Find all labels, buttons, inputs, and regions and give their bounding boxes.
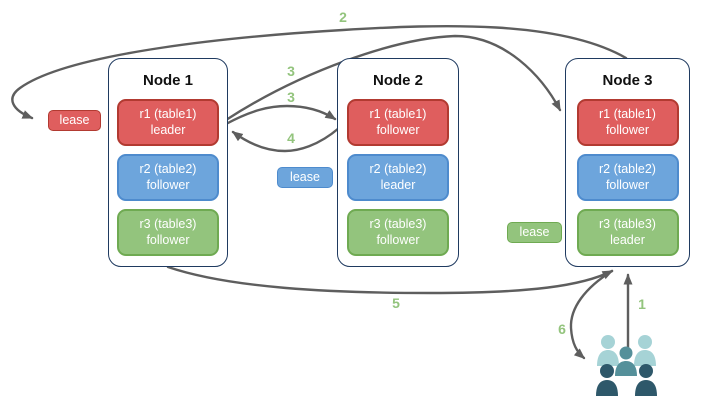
- node-3-replica-r1: r1 (table1) follower: [576, 99, 679, 146]
- step-label-1: 1: [638, 296, 646, 312]
- replica-role: follower: [376, 232, 420, 247]
- step-label-6: 6: [558, 321, 566, 337]
- lease-tag-r3: lease: [507, 222, 562, 243]
- replica-name: r2 (table2): [369, 161, 427, 176]
- users-group-icon: [596, 335, 657, 396]
- replica-name: r3 (table3): [599, 216, 656, 231]
- arrow-step-3-to-node2: [224, 104, 337, 126]
- replica-name: r1 (table1): [139, 106, 197, 121]
- node-2-replica-r3: r3 (table3) follower: [347, 209, 449, 256]
- replica-name: r2 (table2): [139, 161, 197, 176]
- replica-role: follower: [146, 232, 190, 247]
- node-3-replica-r3: r3 (table3) leader: [576, 209, 679, 256]
- node-1: Node 1 r1 (table1) leader r2 (table2) fo…: [108, 58, 228, 267]
- replica-name: r3 (table3): [369, 216, 427, 231]
- node-2-title: Node 2: [372, 72, 423, 89]
- replica-role: follower: [376, 122, 420, 137]
- node-3-title: Node 3: [602, 72, 653, 89]
- node-1-title: Node 1: [142, 72, 193, 89]
- step-label-5: 5: [392, 295, 400, 311]
- replica-name: r1 (table1): [369, 106, 427, 121]
- step-label-4: 4: [287, 130, 295, 146]
- replica-role: leader: [610, 232, 645, 247]
- replica-name: r2 (table2): [599, 161, 656, 176]
- node-2-replica-r2: r2 (table2) leader: [347, 154, 449, 201]
- step-label-2: 2: [339, 9, 347, 25]
- node-3: Node 3 r1 (table1) follower r2 (table2) …: [565, 58, 690, 267]
- replica-name: r1 (table1): [599, 106, 656, 121]
- lease-tag-r1: lease: [48, 110, 101, 131]
- node-2: Node 2 r1 (table1) follower r2 (table2) …: [337, 58, 459, 267]
- replica-role: follower: [146, 177, 190, 192]
- node-2-replica-r1: r1 (table1) follower: [347, 99, 449, 146]
- step-label-3b: 3: [287, 89, 295, 105]
- node-1-replica-r1: r1 (table1) leader: [117, 99, 219, 146]
- replica-role: leader: [380, 177, 416, 192]
- replica-role: follower: [605, 177, 650, 192]
- lease-tag-r2: lease: [277, 167, 333, 188]
- node-1-replica-r2: r2 (table2) follower: [117, 154, 219, 201]
- replica-role: leader: [150, 122, 186, 137]
- step-label-3a: 3: [287, 63, 295, 79]
- node-3-replica-r2: r2 (table2) follower: [576, 154, 679, 201]
- replica-name: r3 (table3): [139, 216, 197, 231]
- arrow-step-2: [11, 24, 628, 120]
- replica-role: follower: [605, 122, 650, 137]
- node-1-replica-r3: r3 (table3) follower: [117, 209, 219, 256]
- arrow-step-5: [166, 265, 614, 295]
